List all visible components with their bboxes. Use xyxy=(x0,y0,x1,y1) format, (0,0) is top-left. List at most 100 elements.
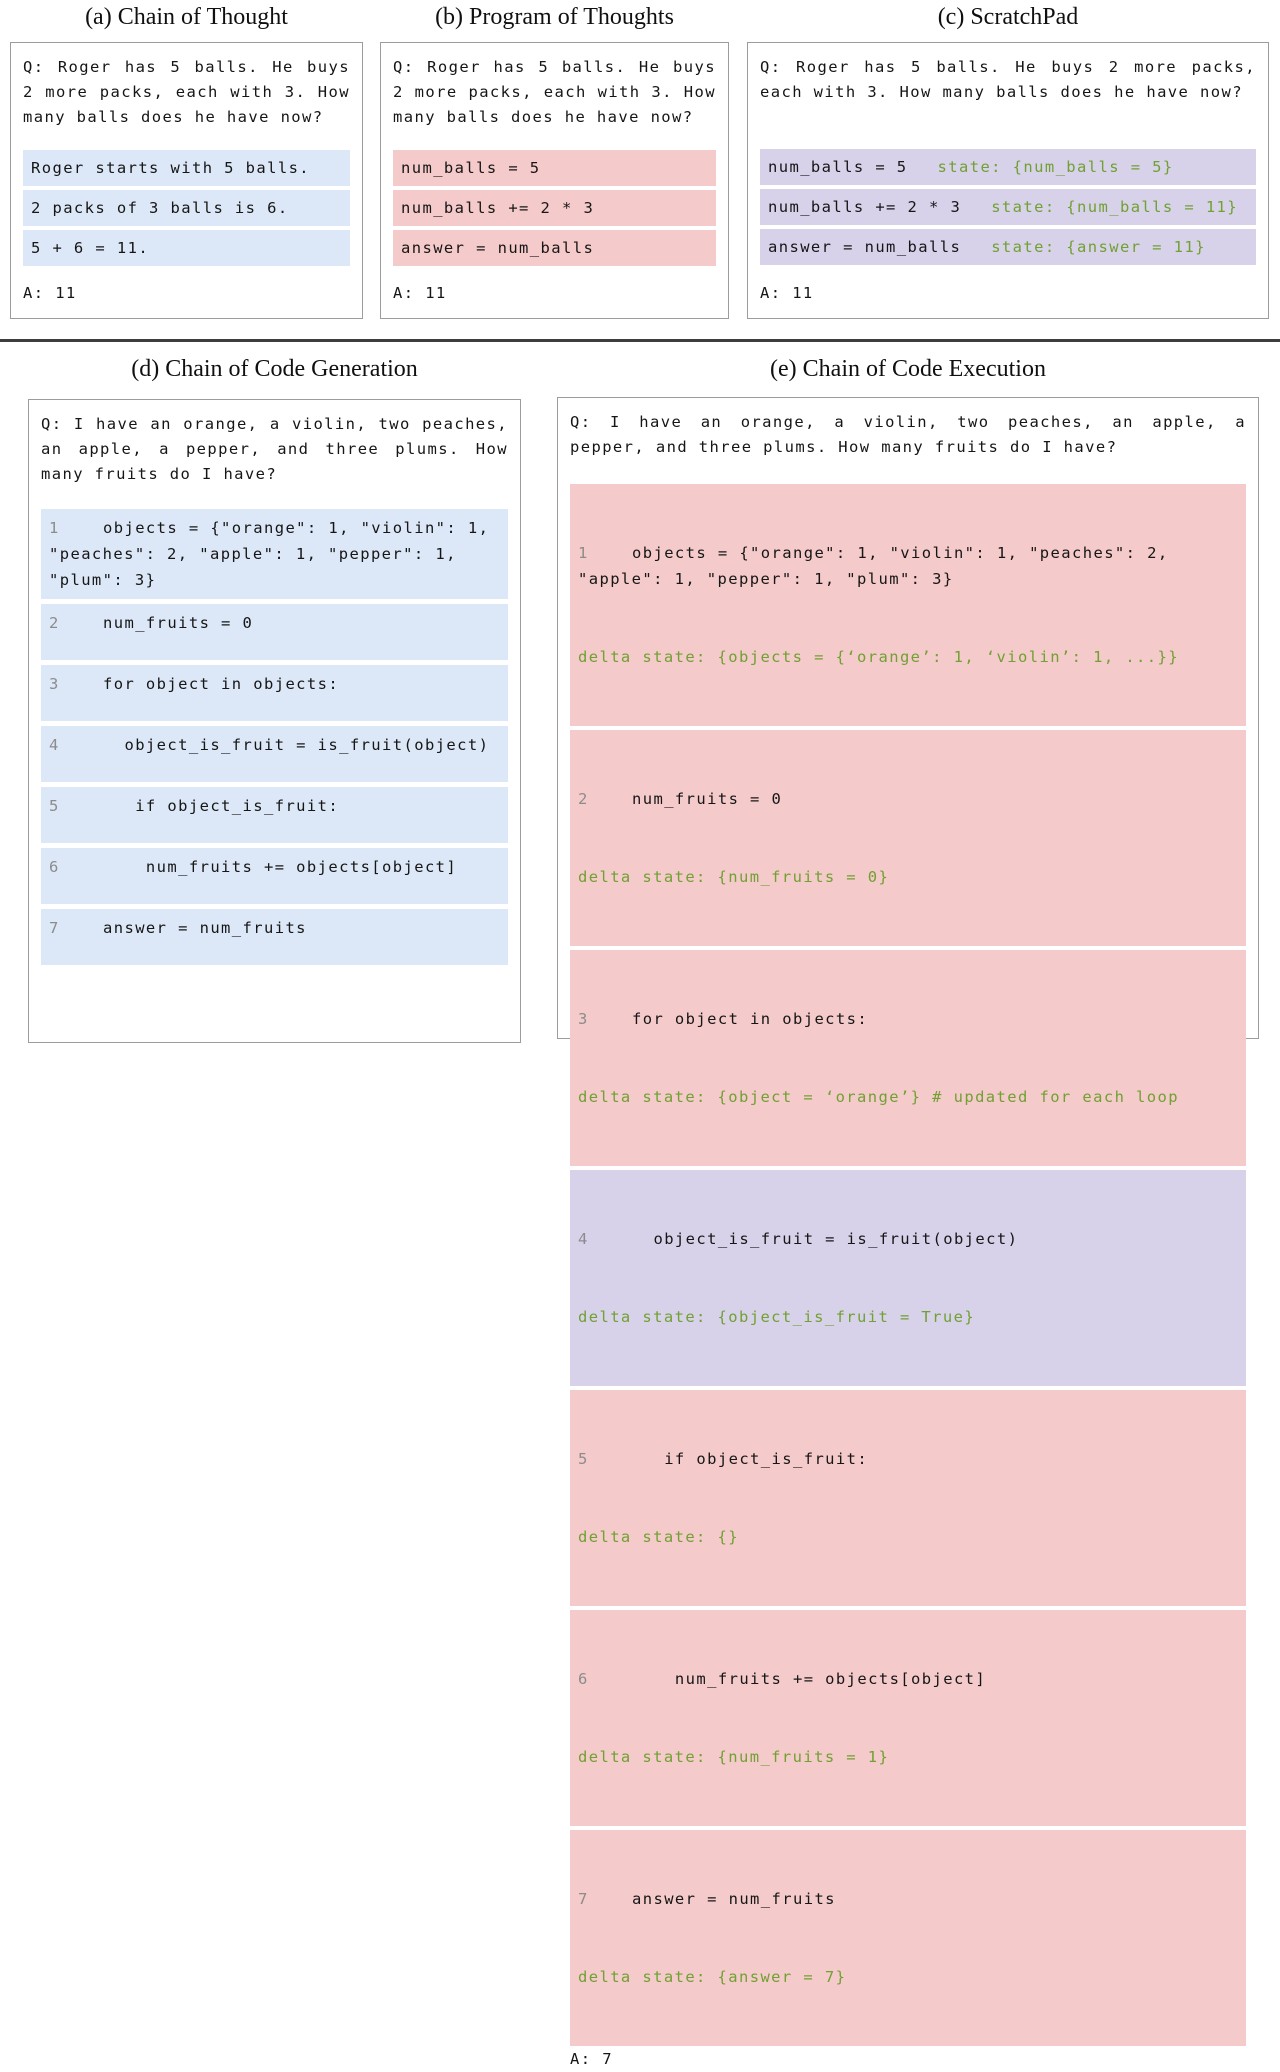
panel-chain-of-thought: Q: Roger has 5 balls. He buys 2 more pac… xyxy=(10,42,363,319)
code-row: answer = num_balls xyxy=(393,230,716,266)
code-row: 5 if object_is_fruit: delta state: {} xyxy=(570,1390,1246,1606)
code-line: 3 for object in objects: xyxy=(578,1006,1238,1032)
code-text: num_fruits = 0 xyxy=(632,790,783,808)
line-number: 5 xyxy=(578,1450,589,1468)
code-row: 2 num_fruits = 0 delta state: {num_fruits… xyxy=(570,730,1246,946)
state-text: state: {num_balls = 5} xyxy=(937,158,1174,176)
code-text: if object_is_fruit: xyxy=(103,797,340,815)
code-text: objects = {"orange": 1, "violin": 1, "pe… xyxy=(578,544,1180,588)
step-text: 5 + 6 = 11. xyxy=(31,239,150,257)
answer-text: A: 11 xyxy=(760,284,814,302)
step-text: Roger starts with 5 balls. xyxy=(31,159,311,177)
code-text: object_is_fruit = is_fruit(object) xyxy=(103,736,490,754)
code-lines: num_balls = 5 num_balls += 2 * 3 answer … xyxy=(393,150,716,266)
line-number: 4 xyxy=(578,1230,589,1248)
code-line: 4 object_is_fruit = is_fruit(object) xyxy=(578,1226,1238,1252)
line-number: 7 xyxy=(49,919,60,937)
code-row: num_balls = 5 xyxy=(393,150,716,186)
cot-step-row: Roger starts with 5 balls. xyxy=(23,150,350,186)
line-number: 1 xyxy=(49,519,60,537)
panel-title-d: (d) Chain of Code Generation xyxy=(131,356,418,382)
panel-title-c: (c) ScratchPad xyxy=(937,4,1079,30)
answer-text: A: 11 xyxy=(393,284,447,302)
code-text: num_balls = 5 xyxy=(768,158,908,176)
code-text: num_fruits += objects[object] xyxy=(103,858,458,876)
code-row: 6 num_fruits += objects[object] delta st… xyxy=(570,1610,1246,1826)
code-text: answer = num_fruits xyxy=(103,919,307,937)
line-number: 1 xyxy=(578,544,589,562)
reasoning-steps: Roger starts with 5 balls. 2 packs of 3 … xyxy=(23,150,350,266)
section-divider xyxy=(0,339,1280,342)
delta-state-text: delta state: {object = ‘orange’} # updat… xyxy=(578,1088,1179,1106)
code-text: answer = num_fruits xyxy=(632,1890,836,1908)
step-text: 2 packs of 3 balls is 6. xyxy=(31,199,289,217)
panel-program-of-thoughts: Q: Roger has 5 balls. He buys 2 more pac… xyxy=(380,42,729,319)
line-number: 2 xyxy=(578,790,589,808)
panel-scratchpad: Q: Roger has 5 balls. He buys 2 more pac… xyxy=(747,42,1269,319)
delta-state-text: delta state: {answer = 7} xyxy=(578,1968,847,1986)
code-line: 2 num_fruits = 0 xyxy=(578,786,1238,812)
cot-step-row: 2 packs of 3 balls is 6. xyxy=(23,190,350,226)
question-text: Q: I have an orange, a violin, two peach… xyxy=(570,413,1246,456)
question-text: Q: Roger has 5 balls. He buys 2 more pac… xyxy=(23,58,350,126)
answer-text: A: 7 xyxy=(570,2050,613,2068)
panel-title-a: (a) Chain of Thought xyxy=(85,4,288,30)
delta-state-text: delta state: {num_fruits = 0} xyxy=(578,868,890,886)
code-row: 7 answer = num_fruits xyxy=(41,909,508,965)
code-row: 4 object_is_fruit = is_fruit(object) xyxy=(41,726,508,782)
state-text: state: {answer = 11} xyxy=(991,238,1206,256)
line-number: 3 xyxy=(578,1010,589,1028)
delta-state-text: delta state: {} xyxy=(578,1528,739,1546)
code-text: answer = num_balls xyxy=(401,239,595,257)
delta-state-text: delta state: {object_is_fruit = True} xyxy=(578,1308,976,1326)
line-number: 5 xyxy=(49,797,60,815)
code-text: num_fruits += objects[object] xyxy=(632,1670,987,1688)
code-text: for object in objects: xyxy=(632,1010,869,1028)
code-text: for object in objects: xyxy=(103,675,340,693)
code-row: 4 object_is_fruit = is_fruit(object) del… xyxy=(570,1170,1246,1386)
question-text: Q: I have an orange, a violin, two peach… xyxy=(41,415,508,483)
code-row: 6 num_fruits += objects[object] xyxy=(41,848,508,904)
code-text: answer = num_balls xyxy=(768,238,962,256)
line-number: 6 xyxy=(49,858,60,876)
code-row: 5 if object_is_fruit: xyxy=(41,787,508,843)
code-line: 6 num_fruits += objects[object] xyxy=(578,1666,1238,1692)
panel-chain-of-code-generation: Q: I have an orange, a violin, two peach… xyxy=(28,399,521,1043)
panel-chain-of-code-execution: Q: I have an orange, a violin, two peach… xyxy=(557,397,1259,2068)
code-text: objects = {"orange": 1, "violin": 1, "pe… xyxy=(49,519,501,589)
code-text: num_balls += 2 * 3 xyxy=(768,198,962,216)
code-row: 3 for object in objects: xyxy=(41,665,508,721)
question-text: Q: Roger has 5 balls. He buys 2 more pac… xyxy=(760,58,1256,101)
code-text: num_balls += 2 * 3 xyxy=(401,199,595,217)
code-text: num_balls = 5 xyxy=(401,159,541,177)
code-line: 5 if object_is_fruit: xyxy=(578,1446,1238,1472)
code-row: 2 num_fruits = 0 xyxy=(41,604,508,660)
delta-state-text: delta state: {num_fruits = 1} xyxy=(578,1748,890,1766)
delta-state-text: delta state: {objects = {‘orange’: 1, ‘v… xyxy=(578,648,1179,666)
cot-step-row: 5 + 6 = 11. xyxy=(23,230,350,266)
line-number: 7 xyxy=(578,1890,589,1908)
state-text: state: {num_balls = 11} xyxy=(991,198,1239,216)
code-text: num_fruits = 0 xyxy=(103,614,254,632)
line-number: 3 xyxy=(49,675,60,693)
line-number: 2 xyxy=(49,614,60,632)
code-lines: num_balls = 5 state: {num_balls = 5} num_… xyxy=(760,149,1256,265)
code-row: num_balls += 2 * 3 xyxy=(393,190,716,226)
code-row: 3 for object in objects: delta state: {ob… xyxy=(570,950,1246,1166)
code-line: 7 answer = num_fruits xyxy=(578,1886,1238,1912)
code-row: num_balls += 2 * 3 state: {num_balls = 11… xyxy=(760,189,1256,225)
code-row: 7 answer = num_fruits delta state: {answe… xyxy=(570,1830,1246,2046)
line-number: 6 xyxy=(578,1670,589,1688)
panel-title-e: (e) Chain of Code Execution xyxy=(770,356,1046,382)
code-row: answer = num_balls state: {answer = 11} xyxy=(760,229,1256,265)
code-row: num_balls = 5 state: {num_balls = 5} xyxy=(760,149,1256,185)
code-text: object_is_fruit = is_fruit(object) xyxy=(632,1230,1019,1248)
panel-title-b: (b) Program of Thoughts xyxy=(435,4,674,30)
question-text: Q: Roger has 5 balls. He buys 2 more pac… xyxy=(393,58,716,126)
answer-text: A: 11 xyxy=(23,284,77,302)
